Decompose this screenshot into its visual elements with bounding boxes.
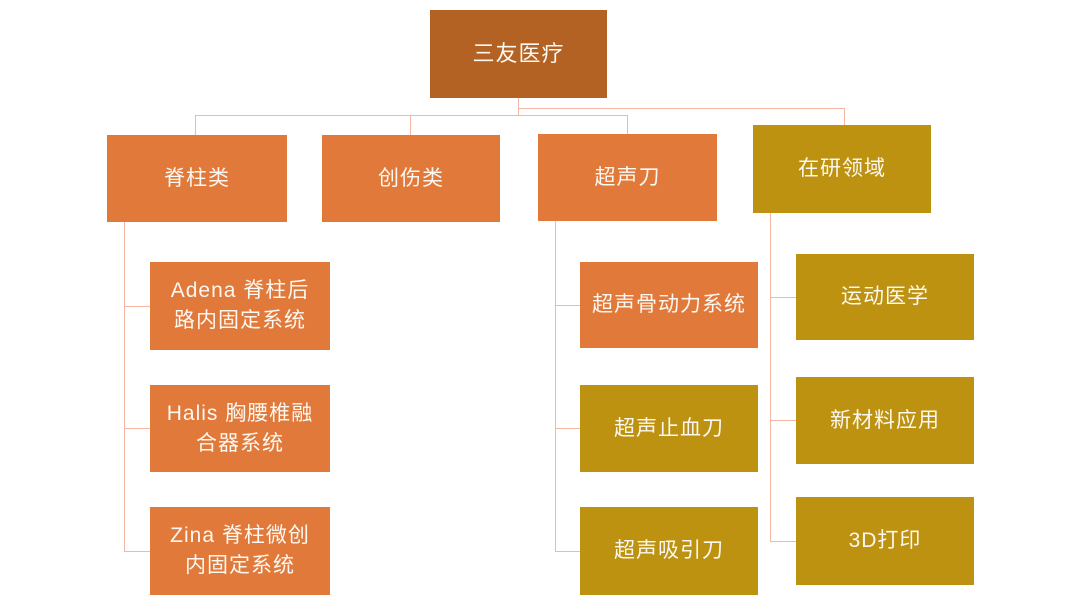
node-sports-medicine: 运动医学 — [796, 254, 974, 340]
node-sanyou-medical: 三友医疗 — [430, 10, 607, 98]
connector-main-rail — [195, 115, 627, 116]
connector-stub-spine-1 — [124, 306, 150, 307]
connector-drop-spine — [195, 115, 196, 135]
node-adena-posterior-fixation-system: Adena 脊柱后 路内固定系统 — [150, 262, 330, 350]
connector-hang-ultrasonic — [555, 221, 556, 551]
node-spine-category: 脊柱类 — [107, 135, 287, 222]
connector-stub-ultra-3 — [555, 551, 580, 552]
connector-stub-research-2 — [770, 420, 796, 421]
node-ultrasonic-hemostatic-scalpel: 超声止血刀 — [580, 385, 758, 472]
connector-drop-research — [844, 108, 845, 125]
node-research-areas: 在研领域 — [753, 125, 931, 213]
node-zina-minimally-invasive-fixation-system: Zina 脊柱微创 内固定系统 — [150, 507, 330, 595]
node-ultrasonic-scalpel: 超声刀 — [538, 134, 717, 221]
connector-stub-spine-3 — [124, 551, 150, 552]
node-ultrasonic-suction-scalpel: 超声吸引刀 — [580, 507, 758, 595]
connector-hang-research — [770, 213, 771, 541]
node-halis-thoracolumbar-fusion-system: Halis 胸腰椎融 合器系统 — [150, 385, 330, 472]
node-trauma-category: 创伤类 — [322, 135, 500, 222]
node-ultrasonic-bone-power-system: 超声骨动力系统 — [580, 262, 758, 348]
node-3d-printing: 3D打印 — [796, 497, 974, 585]
connector-stub-ultra-1 — [555, 305, 580, 306]
connector-stub-research-3 — [770, 541, 796, 542]
connector-stub-ultra-2 — [555, 428, 580, 429]
connector-hang-spine — [124, 222, 125, 551]
node-new-materials-application: 新材料应用 — [796, 377, 974, 464]
connector-research-rail — [518, 108, 844, 109]
connector-drop-ultrasonic — [627, 115, 628, 134]
connector-stub-spine-2 — [124, 428, 150, 429]
connector-drop-trauma — [410, 115, 411, 135]
connector-stub-research-1 — [770, 297, 796, 298]
connector-root-drop — [518, 98, 519, 115]
